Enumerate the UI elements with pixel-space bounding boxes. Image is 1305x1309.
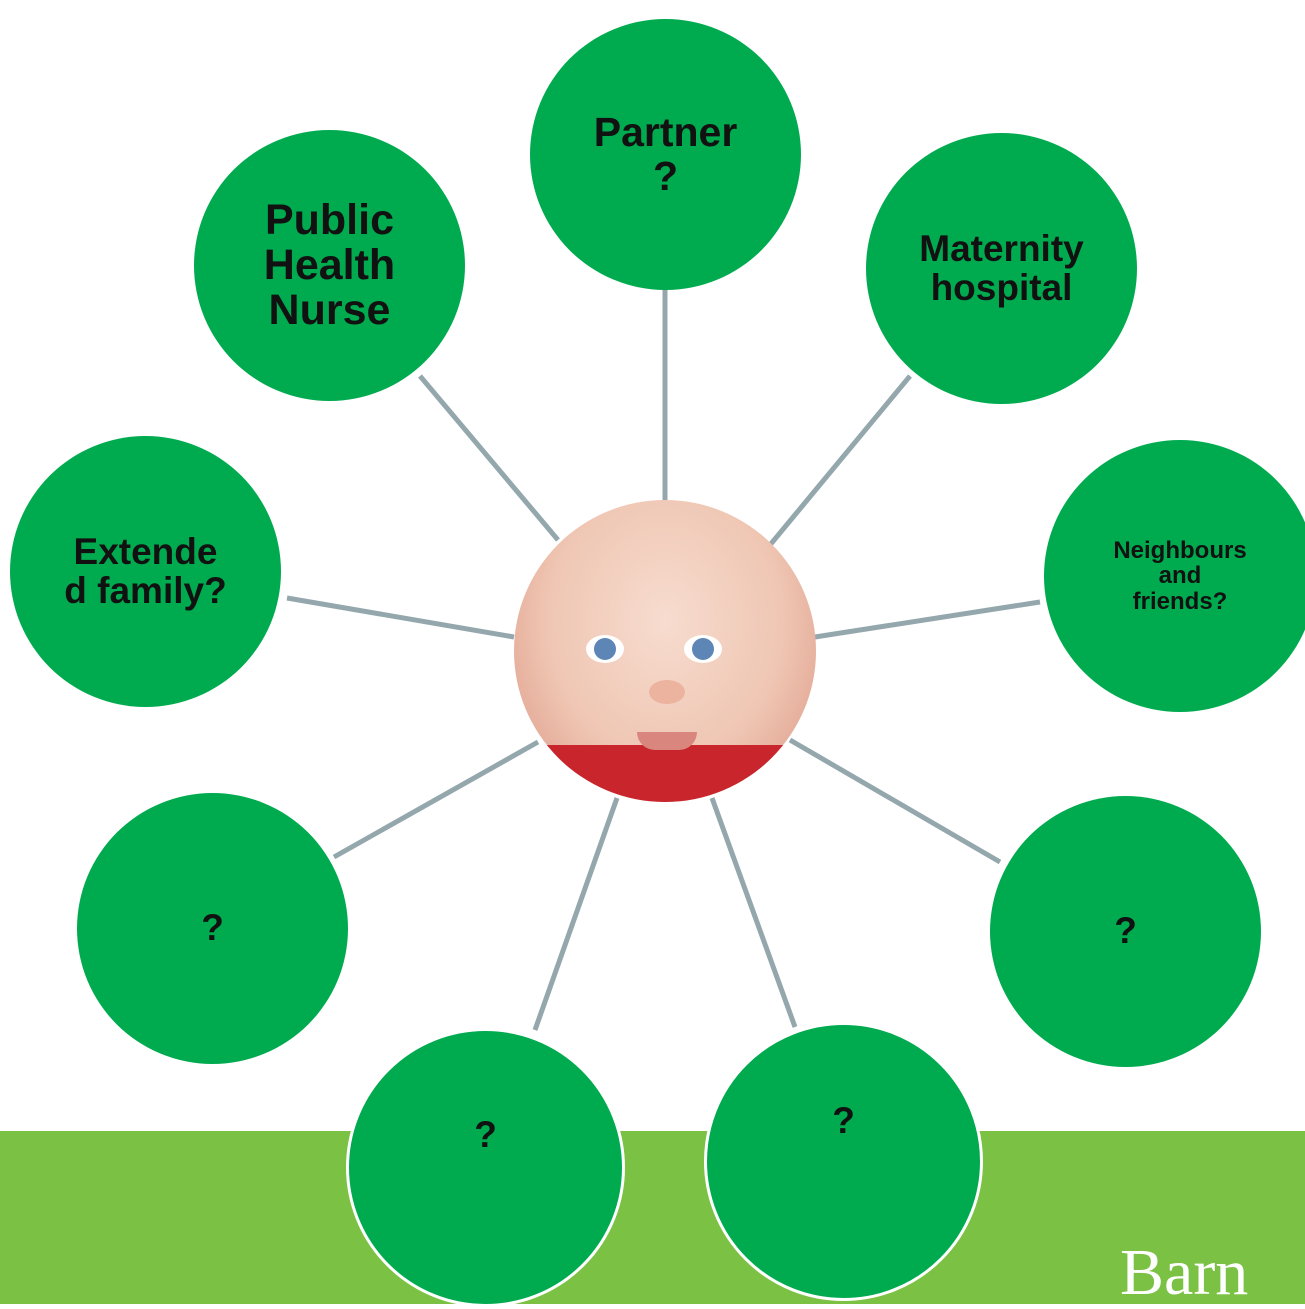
mouth-shape	[637, 732, 697, 750]
right-eye-shape	[684, 635, 722, 663]
connector-right-question	[788, 737, 1002, 865]
node-partner: Partner?	[530, 19, 801, 290]
connector-public-health-nurse	[418, 374, 560, 542]
node-bottom-right-question: ?	[704, 1022, 983, 1301]
shirt-shape	[514, 745, 816, 802]
connector-maternity-hospital	[768, 374, 912, 547]
left-eye-shape	[586, 635, 624, 663]
node-right-question: ?	[990, 796, 1261, 1067]
node-bottom-left-question: ?	[346, 1028, 625, 1307]
nose-shape	[649, 680, 685, 704]
baby-photo-icon	[514, 500, 816, 802]
connector-neighbours-friends	[814, 599, 1041, 640]
connector-left-question	[332, 739, 540, 860]
connector-bottom-left-question	[532, 797, 620, 1031]
connector-bottom-right-question	[709, 797, 798, 1028]
connector-extended-family	[286, 595, 515, 640]
footer-band	[0, 1131, 1305, 1304]
node-left-question: ?	[77, 793, 348, 1064]
brand-wordmark: Barn	[1120, 1236, 1249, 1309]
